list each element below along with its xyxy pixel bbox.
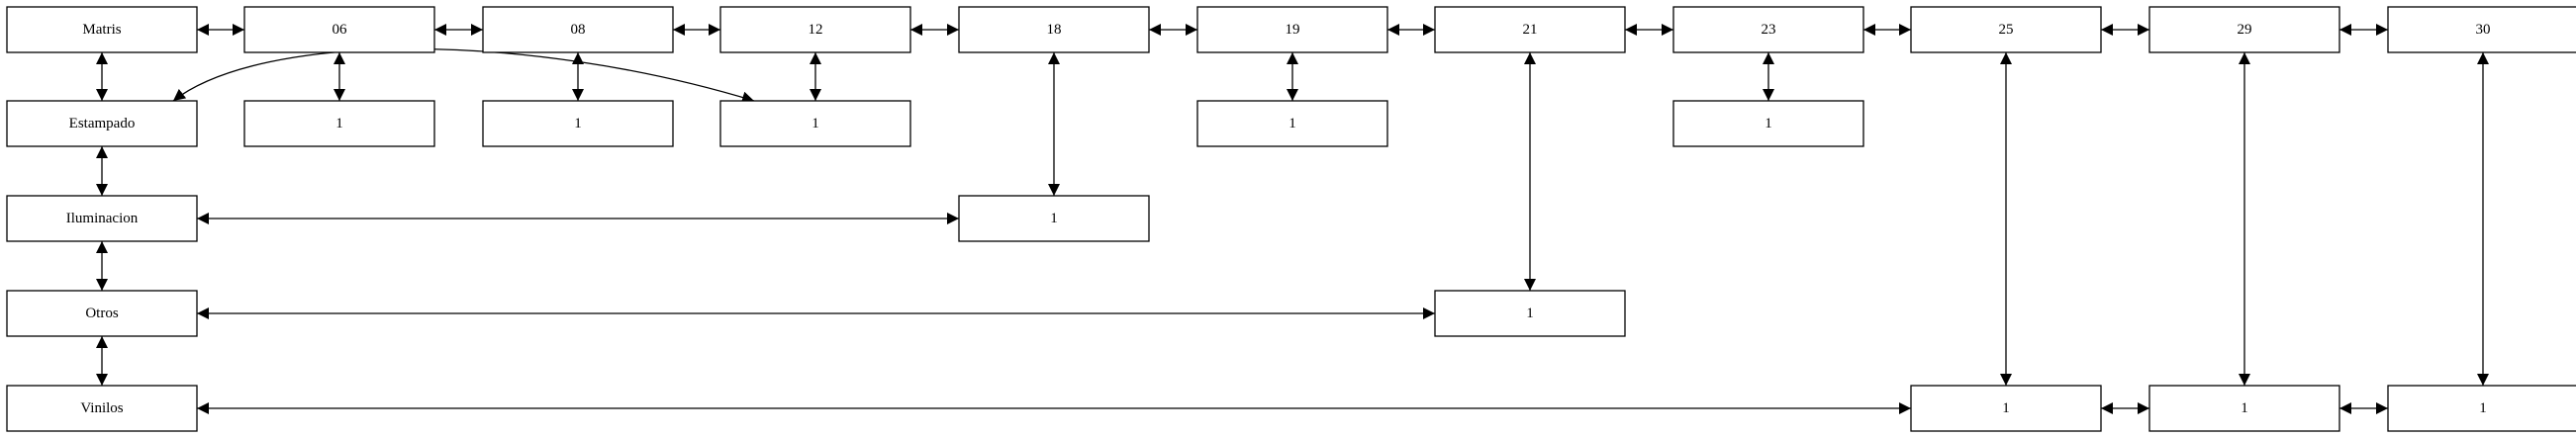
node-c25: 25 <box>1910 6 2102 53</box>
node-v06: 1 <box>243 100 435 147</box>
node-box <box>6 195 198 242</box>
node-c12: 12 <box>719 6 911 53</box>
node-c08: 08 <box>482 6 674 53</box>
node-label: 1 <box>1050 211 1058 226</box>
node-otros: Otros <box>6 290 198 337</box>
node-label: 08 <box>571 22 586 38</box>
node-label: 19 <box>1286 22 1300 38</box>
node-label: Matris <box>82 22 121 38</box>
node-c19: 19 <box>1196 6 1388 53</box>
node-v25: 1 <box>1910 385 2102 432</box>
node-v21: 1 <box>1434 290 1626 337</box>
node-v19: 1 <box>1196 100 1388 147</box>
node-label: 30 <box>2476 22 2491 38</box>
node-box <box>243 6 435 53</box>
node-label: Iluminacion <box>66 211 139 226</box>
node-box <box>719 100 911 147</box>
node-v29: 1 <box>2148 385 2340 432</box>
node-label: 1 <box>811 116 819 131</box>
node-box <box>482 100 674 147</box>
node-label: 21 <box>1523 22 1538 38</box>
node-box <box>1196 100 1388 147</box>
node-box <box>482 6 674 53</box>
node-box <box>1196 6 1388 53</box>
node-box <box>6 6 198 53</box>
node-c29: 29 <box>2148 6 2340 53</box>
node-label: 25 <box>1999 22 2014 38</box>
edge-estampado-v12 <box>172 47 755 104</box>
node-matris: Matris <box>6 6 198 53</box>
node-box <box>1672 100 1864 147</box>
node-label: 1 <box>574 116 582 131</box>
node-v08: 1 <box>482 100 674 147</box>
node-label: 1 <box>1765 116 1772 131</box>
node-box <box>1434 290 1626 337</box>
node-box <box>243 100 435 147</box>
node-label: 1 <box>1288 116 1296 131</box>
node-v30: 1 <box>2387 385 2576 432</box>
node-label: Otros <box>85 306 118 321</box>
node-box <box>6 385 198 432</box>
node-label: 29 <box>2238 22 2252 38</box>
node-label: 1 <box>335 116 343 131</box>
nodes-layer: Matris 06 08 12 18 19 21 23 25 29 30EstampadoIlumi… <box>6 6 2576 432</box>
node-box <box>2387 385 2576 432</box>
node-v23: 1 <box>1672 100 1864 147</box>
node-iluminacion: Iluminacion <box>6 195 198 242</box>
node-vinilos: Vinilos <box>6 385 198 432</box>
node-label: 1 <box>2241 400 2248 416</box>
node-v18: 1 <box>958 195 1150 242</box>
node-c18: 18 <box>958 6 1150 53</box>
node-box <box>1910 385 2102 432</box>
node-box <box>958 6 1150 53</box>
node-box <box>958 195 1150 242</box>
edges-layer <box>96 24 2489 414</box>
node-box <box>719 6 911 53</box>
node-label: 23 <box>1762 22 1776 38</box>
node-label: 18 <box>1047 22 1062 38</box>
node-label: Vinilos <box>80 400 123 416</box>
node-c06: 06 <box>243 6 435 53</box>
node-c21: 21 <box>1434 6 1626 53</box>
node-estampado: Estampado <box>6 100 198 147</box>
node-box <box>1910 6 2102 53</box>
node-box <box>2148 6 2340 53</box>
node-box <box>6 100 198 147</box>
node-c23: 23 <box>1672 6 1864 53</box>
node-label: 1 <box>2479 400 2487 416</box>
node-label: 06 <box>333 22 348 38</box>
node-c30: 30 <box>2387 6 2576 53</box>
node-box <box>2148 385 2340 432</box>
node-box <box>2387 6 2576 53</box>
node-label: 1 <box>2002 400 2010 416</box>
node-box <box>1672 6 1864 53</box>
node-v12: 1 <box>719 100 911 147</box>
node-box <box>6 290 198 337</box>
node-label: 12 <box>809 22 823 38</box>
node-label: 1 <box>1526 306 1534 321</box>
node-label: Estampado <box>69 116 136 131</box>
node-box <box>1434 6 1626 53</box>
